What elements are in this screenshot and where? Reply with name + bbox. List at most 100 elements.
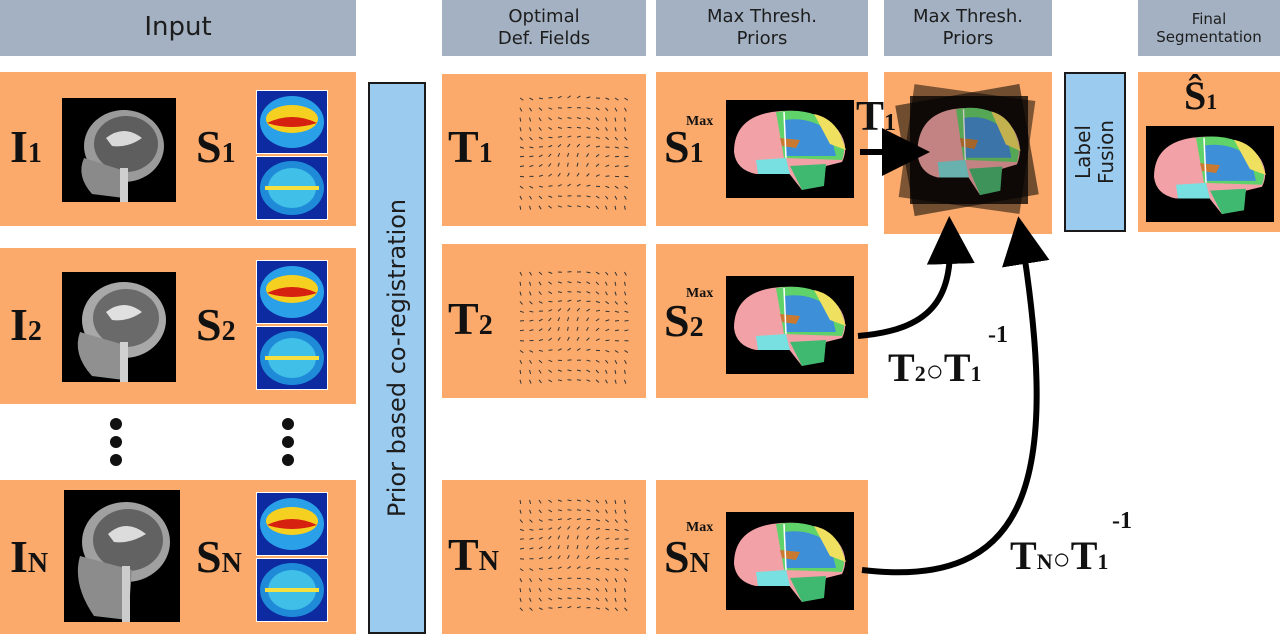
field-vector [548, 309, 553, 312]
field-vector [567, 499, 572, 502]
field-vector [548, 327, 552, 332]
field-vector [548, 597, 553, 601]
t2-b: T [943, 345, 971, 390]
input-panel-1: I1 S1 [0, 72, 356, 226]
field-vector [576, 205, 581, 208]
field-vector [624, 528, 629, 532]
field-vector [595, 153, 600, 158]
header-priors-b-line1: Max Thresh. [913, 6, 1023, 28]
field-vector [586, 195, 591, 198]
field-vector [567, 326, 569, 331]
heatmap-icon [257, 493, 327, 555]
field-vector [557, 308, 562, 312]
field-vector [519, 136, 523, 141]
field-vector [595, 271, 600, 275]
header-priors-b: Max Thresh. Priors [884, 0, 1052, 56]
mri-sagittal-icon [77, 502, 170, 622]
field-vector [548, 271, 553, 274]
field-vector [614, 185, 619, 189]
image-label-1: I1 [10, 124, 42, 170]
transform-label-n-main: T [448, 529, 479, 580]
field-vector [576, 555, 580, 560]
field-vector [557, 162, 560, 167]
t2-a-sub: 2 [914, 361, 926, 386]
heatmap-icon [257, 157, 327, 219]
field-vector [548, 205, 552, 209]
field-vector [605, 97, 610, 100]
arrow-label-tn: TN○T1 [1010, 536, 1108, 576]
field-vector [529, 359, 533, 364]
field-vector [595, 545, 600, 550]
field-vector [614, 349, 619, 354]
field-vector [519, 281, 522, 286]
field-vector [595, 509, 600, 513]
field-vector [519, 165, 525, 168]
field-vector [624, 568, 629, 572]
field-vector [548, 153, 552, 158]
field-vector [538, 271, 543, 276]
field-vector [557, 152, 561, 158]
field-vector [624, 499, 626, 505]
field-vector [557, 606, 563, 609]
field-vector [538, 578, 543, 582]
field-vector [605, 185, 610, 189]
field-vector [519, 607, 524, 612]
field-vector [567, 605, 572, 609]
heatmap-icon [257, 261, 327, 323]
header-priors-b-line2: Priors [942, 28, 994, 49]
label-fusion-line1: Label [1071, 125, 1095, 179]
header-optimal-line1: Optimal [508, 6, 580, 28]
field-vector [538, 318, 543, 322]
field-vector [605, 281, 608, 286]
field-vector [595, 607, 600, 610]
field-vector [548, 117, 552, 121]
input-panel-n: IN SN [0, 480, 356, 634]
field-vector [529, 136, 533, 141]
field-vector [605, 509, 608, 514]
field-vector [624, 195, 627, 200]
field-vector [548, 107, 553, 110]
field-vector [576, 518, 581, 521]
field-vector [605, 578, 609, 582]
field-vector [557, 184, 562, 187]
transform-label-2-sub: 2 [478, 310, 493, 341]
field-vector [595, 127, 600, 131]
tn-a-sub: N [1036, 549, 1053, 574]
header-priors-a: Max Thresh. Priors [656, 0, 868, 56]
field-vector [586, 153, 590, 158]
field-vector [538, 127, 542, 131]
field-vector [519, 301, 523, 305]
field-vector [529, 329, 534, 332]
field-vector [538, 349, 544, 352]
field-vector [586, 291, 591, 294]
final-label-main: Ŝ [1184, 73, 1207, 118]
prior-label-1-main: S [664, 121, 690, 172]
field-vector [605, 537, 610, 540]
field-vector [595, 281, 600, 286]
field-vector [529, 578, 533, 583]
field-vector [595, 300, 600, 304]
field-vector [538, 195, 543, 200]
field-vector [624, 155, 629, 158]
field-vector [624, 281, 626, 286]
field-vector [529, 310, 534, 313]
field-vector [576, 535, 579, 540]
field-vector [567, 162, 569, 167]
field-vector [605, 205, 608, 210]
prior-map-2a [256, 260, 328, 324]
field-vector [586, 96, 591, 99]
field-vector [614, 281, 617, 286]
field-vector [586, 337, 590, 341]
field-vector [586, 577, 591, 580]
field-vector [576, 526, 581, 530]
seg-label-1-main: S [196, 121, 222, 172]
field-vector [614, 379, 617, 384]
field-vector [605, 195, 609, 200]
field-vector [586, 162, 589, 167]
field-vector [624, 205, 626, 210]
field-vector [605, 597, 608, 602]
field-vector [624, 349, 629, 354]
prior-map-nb [256, 558, 328, 622]
image-label-n: IN [10, 534, 48, 580]
field-vector [519, 195, 523, 200]
